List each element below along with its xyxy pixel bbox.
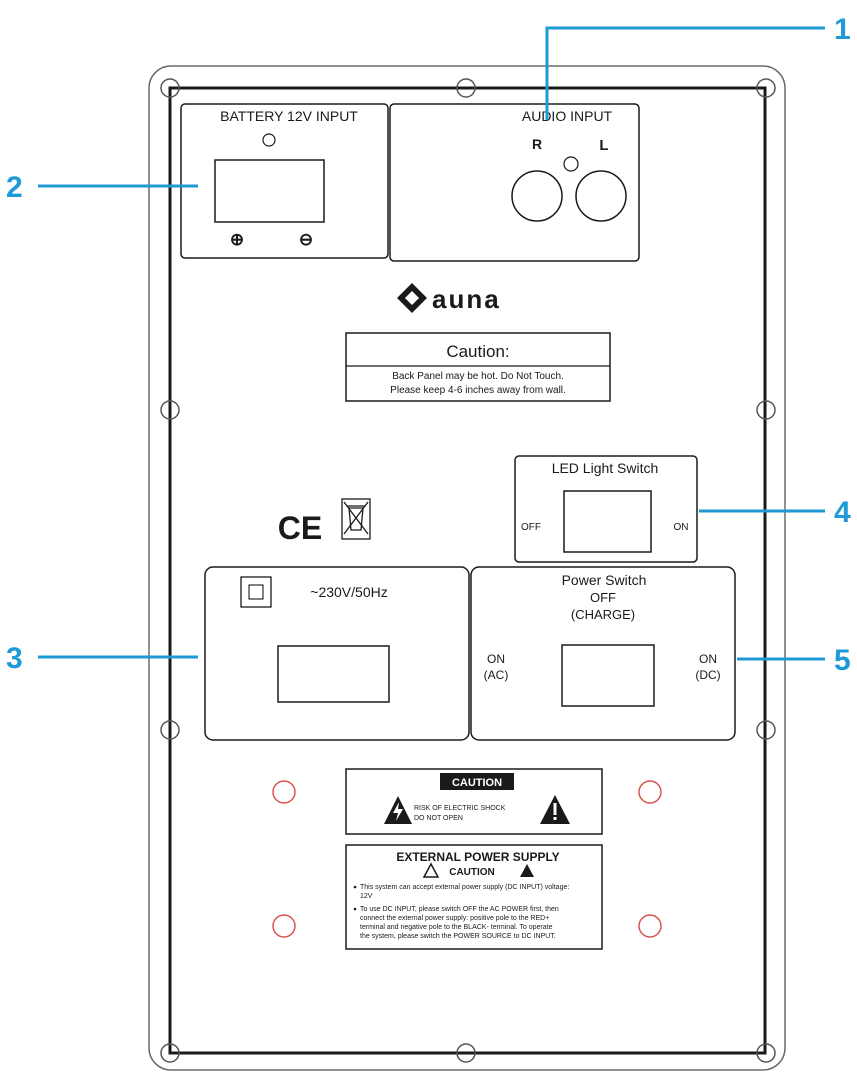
battery-plus-icon: ⊕ (230, 230, 244, 249)
screw-icon (160, 720, 180, 740)
power-switch-off-label: OFF (590, 590, 616, 605)
led-switch-module: LED Light Switch OFF ON (514, 455, 698, 563)
caution-hot-line2: Please keep 4-6 inches away from wall. (390, 385, 566, 396)
led-switch-off-label: OFF (521, 522, 541, 533)
battery-input-title: BATTERY 12V INPUT (220, 108, 358, 124)
external-power-label: EXTERNAL POWER SUPPLY CAUTION This syste… (345, 844, 603, 950)
led-switch-title: LED Light Switch (552, 460, 659, 476)
mounting-screws (160, 78, 776, 1063)
ce-mark-icon: CE (278, 510, 322, 546)
audio-input-title: AUDIO INPUT (522, 108, 613, 124)
screw-icon (756, 720, 776, 740)
screw-icon (756, 400, 776, 420)
callout-number-2: 2 (6, 171, 23, 204)
ext-power-bullet2b: connect the external power supply: posit… (360, 915, 549, 922)
ext-power-bullet2c: terminal and negative pole to the BLACK-… (360, 924, 553, 931)
battery-input-socket[interactable] (214, 159, 325, 223)
shock-caution-title: CAUTION (452, 777, 502, 789)
ext-power-bullet2a: To use DC INPUT, please switch OFF the A… (360, 906, 559, 913)
power-source-switch[interactable] (561, 644, 655, 707)
ac-input-voltage-label: ~230V/50Hz (310, 584, 387, 600)
screw-icon (756, 1043, 776, 1063)
callout-number-4: 4 (834, 496, 851, 529)
power-switch-charge-label: (CHARGE) (571, 607, 635, 622)
callout-line-1 (545, 26, 825, 120)
ac-input-module: ~230V/50Hz (204, 566, 470, 741)
caution-hot-label: Caution: Back Panel may be hot. Do Not T… (345, 332, 611, 402)
inner-plate (168, 86, 767, 1055)
power-switch-module: Power Switch OFF (CHARGE) ON (AC) ON (DC… (470, 566, 736, 741)
red-screw-icon (638, 780, 662, 804)
red-screw-icon (272, 780, 296, 804)
caution-hot-line1: Back Panel may be hot. Do Not Touch. (392, 371, 564, 382)
screw-icon (160, 78, 180, 98)
screw-icon (160, 1043, 180, 1063)
audio-input-module: AUDIO INPUT R L (389, 103, 640, 262)
ext-power-bullet1a: This system can accept external power su… (360, 884, 569, 891)
red-screw-icon (638, 914, 662, 938)
battery-minus-icon: ⊖ (299, 230, 313, 249)
audio-right-label: R (532, 136, 542, 152)
red-screw-icon (272, 914, 296, 938)
audio-indicator-icon (563, 156, 579, 172)
power-switch-ac-label: (AC) (484, 668, 509, 682)
red-screws (272, 780, 662, 938)
screw-icon (756, 78, 776, 98)
callout-lines (38, 26, 825, 661)
ext-warning-icon-right (520, 864, 534, 877)
battery-input-module: BATTERY 12V INPUT ⊕ ⊖ (180, 103, 389, 259)
ac-power-socket[interactable] (277, 645, 390, 703)
ext-power-bullet2d: the system, please switch the POWER SOUR… (360, 933, 556, 940)
shock-caution-line1: RISK OF ELECTRIC SHOCK (414, 805, 506, 812)
ext-power-subtitle: CAUTION (449, 867, 495, 878)
shock-caution-label: CAUTION RISK OF ELECTRIC SHOCK DO NOT OP… (345, 768, 603, 835)
led-light-switch[interactable] (563, 490, 652, 553)
audio-left-label: L (599, 137, 608, 154)
power-switch-dc-label: (DC) (695, 668, 720, 682)
outer-panel (148, 65, 786, 1071)
power-switch-title: Power Switch (562, 572, 647, 588)
ext-power-bullet1b: 12V (360, 893, 373, 900)
callout-number-3: 3 (6, 642, 23, 675)
caution-hot-title: Caution: (446, 342, 509, 361)
audio-left-jack[interactable] (575, 170, 627, 222)
auna-logo-text: auna (432, 284, 501, 314)
auna-logo-icon (397, 283, 427, 313)
battery-indicator-icon (262, 133, 276, 147)
screw-icon (160, 400, 180, 420)
auna-logo: auna (397, 283, 501, 314)
power-switch-on-ac-label: ON (487, 652, 505, 666)
shock-caution-line2: DO NOT OPEN (414, 815, 463, 822)
callout-number-1: 1 (834, 13, 851, 46)
fuse-holder-icon (240, 576, 272, 608)
screw-icon (456, 78, 476, 98)
callout-number-5: 5 (834, 644, 851, 677)
weee-bin-icon (341, 498, 371, 540)
led-switch-on-label: ON (674, 522, 689, 533)
power-switch-on-dc-label: ON (699, 652, 717, 666)
ext-power-title: EXTERNAL POWER SUPPLY (396, 850, 559, 864)
ext-warning-icon-left (422, 862, 440, 878)
screw-icon (456, 1043, 476, 1063)
audio-right-jack[interactable] (511, 170, 563, 222)
